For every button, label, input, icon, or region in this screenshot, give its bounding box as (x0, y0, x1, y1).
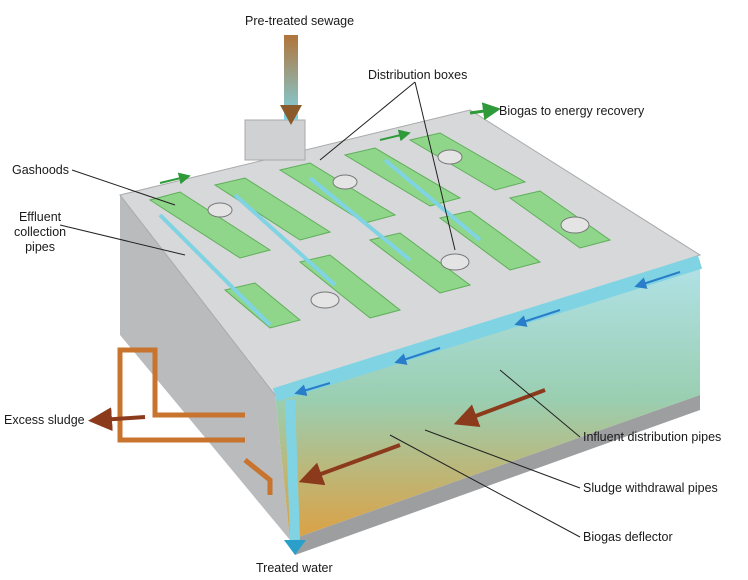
label-gashoods: Gashoods (12, 163, 69, 177)
biogas-arrow (469, 102, 501, 121)
leader-lines (59, 81, 581, 538)
label-effluent-line1: Effluent (18, 210, 62, 224)
inlet-arrow (280, 105, 302, 125)
label-pre-treated-sewage: Pre-treated sewage (245, 14, 355, 28)
gashoods (148, 132, 612, 329)
inlet-pipe (284, 35, 298, 120)
label-biogas-recovery: Biogas to energy recovery (499, 104, 645, 118)
label-biogas-deflector: Biogas deflector (583, 530, 673, 544)
treated-water-arrow (284, 540, 306, 555)
label-excess-sludge: Excess sludge (4, 413, 85, 427)
effluent-collection-pipes (158, 158, 703, 541)
label-effluent-line3: pipes (25, 240, 55, 254)
excess-sludge-arrow (88, 407, 146, 432)
label-influent-distribution-pipes: Influent distribution pipes (583, 430, 722, 444)
flow-arrows (159, 129, 681, 486)
sludge-pipes (117, 347, 273, 495)
label-effluent-line2: collection (14, 225, 67, 239)
label-sludge-withdrawal-pipes: Sludge withdrawal pipes (583, 481, 718, 495)
label-effluent-collection-pipes: Effluent collection pipes (14, 210, 66, 255)
distribution-boxes (207, 149, 590, 309)
label-treated-water: Treated water (256, 561, 333, 575)
label-distribution-boxes: Distribution boxes (368, 68, 468, 82)
